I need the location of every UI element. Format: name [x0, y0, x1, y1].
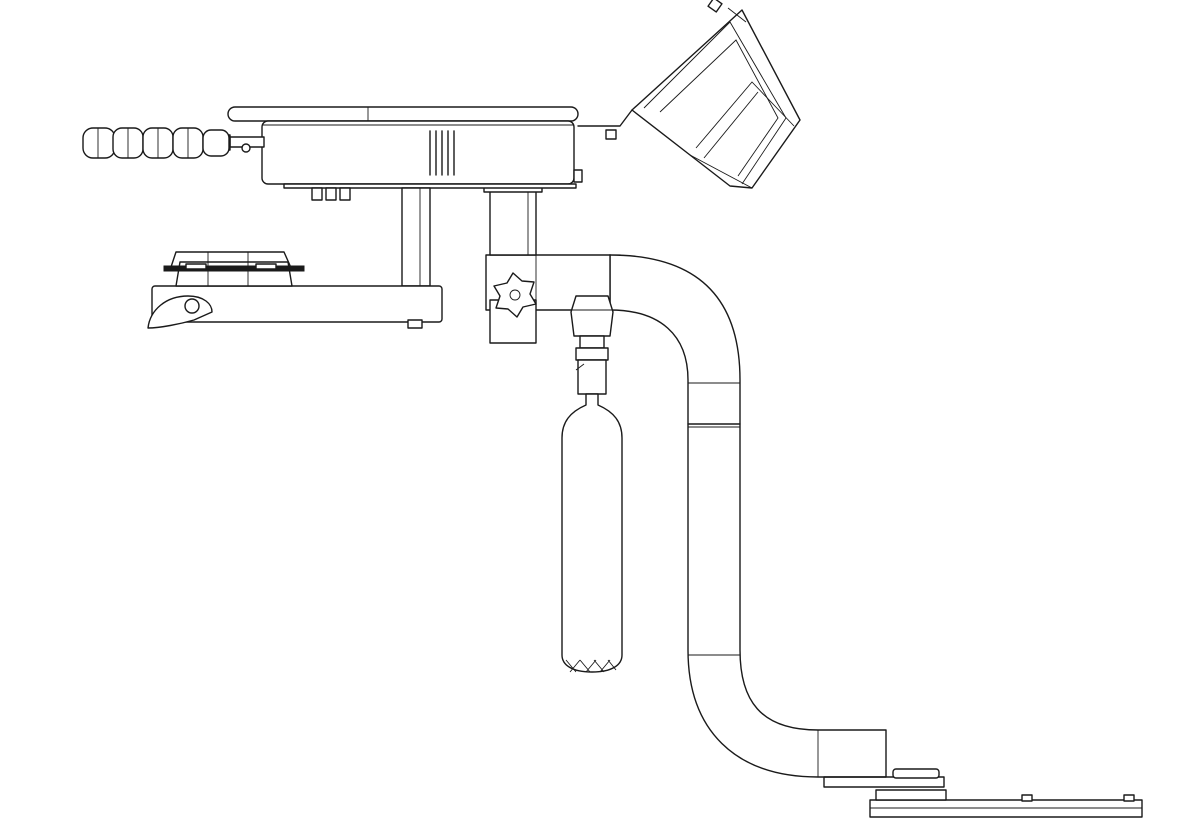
handle	[82, 127, 265, 159]
star-knob-icon	[493, 272, 537, 318]
base-plate	[823, 768, 1143, 818]
vertical-post	[483, 185, 543, 256]
instrument-box	[577, 0, 801, 189]
main-head	[227, 106, 617, 201]
side-arm	[147, 187, 443, 329]
gas-cylinder	[561, 295, 623, 673]
support-column	[609, 254, 887, 778]
